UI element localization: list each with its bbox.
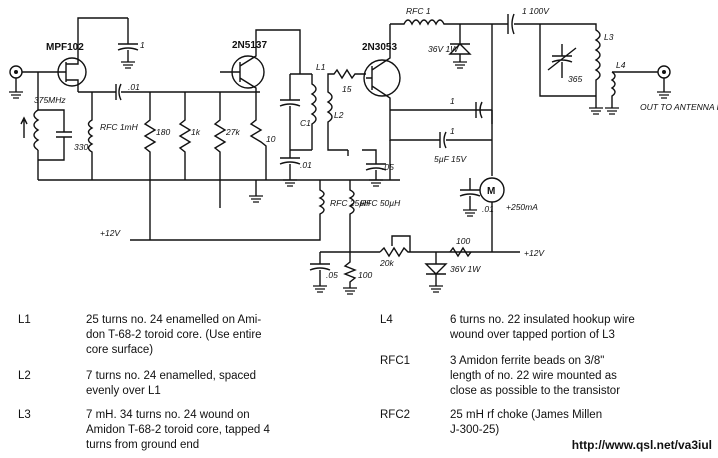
rfc1-choke: RFC 1 bbox=[390, 6, 508, 26]
note-line: 3 Amidon ferrite beads on 3/8" bbox=[450, 355, 605, 367]
note-label: RFC2 bbox=[380, 409, 411, 421]
svg-text:RFC 1mH: RFC 1mH bbox=[100, 122, 139, 132]
svg-text:375MHz: 375MHz bbox=[34, 95, 66, 105]
svg-text:20k: 20k bbox=[379, 258, 394, 268]
zener-top: 36V 1W bbox=[428, 24, 472, 69]
collector-bypass: 1 1 5µF 15V bbox=[389, 96, 493, 180]
mid-05-cap: .05 bbox=[347, 149, 394, 187]
svg-text:10: 10 bbox=[266, 134, 276, 144]
svg-text:.01: .01 bbox=[128, 82, 140, 92]
svg-text:+12V: +12V bbox=[100, 228, 121, 238]
note-label: L1 bbox=[18, 314, 31, 326]
output-cap-100v: 1 100V bbox=[507, 6, 550, 35]
svg-text:100: 100 bbox=[456, 236, 470, 246]
svg-text:36V 1W: 36V 1W bbox=[450, 264, 481, 274]
svg-text:15: 15 bbox=[342, 84, 352, 94]
output-label: OUT TO ANTENNA RELAY OR 10W LINEAR bbox=[640, 102, 718, 112]
q2-transistor: 2N5137 bbox=[220, 40, 267, 104]
svg-text:L4: L4 bbox=[616, 60, 626, 70]
svg-text:.05: .05 bbox=[326, 270, 338, 280]
svg-text:L1: L1 bbox=[316, 62, 326, 72]
note-line: turns from ground end bbox=[86, 439, 200, 451]
svg-text:RFC 1: RFC 1 bbox=[406, 6, 431, 16]
bias-resistors: 180 1k 27k bbox=[143, 92, 240, 240]
note-label: RFC1 bbox=[380, 355, 411, 367]
input-tank: 375MHz 330 bbox=[20, 72, 88, 180]
note-line: length of no. 22 wire mounted as bbox=[450, 370, 617, 382]
note-label: L3 bbox=[18, 409, 31, 421]
rfc-1mh: RFC 1mH bbox=[87, 92, 139, 180]
l3-tank: 365 L3 bbox=[539, 23, 614, 115]
svg-text:1: 1 bbox=[140, 40, 145, 50]
note-line: evenly over L1 bbox=[86, 385, 161, 397]
svg-text:1: 1 bbox=[450, 96, 455, 106]
svg-text:1k: 1k bbox=[191, 127, 201, 137]
gate-coupling-cap: .01 bbox=[78, 82, 260, 101]
svg-text:100: 100 bbox=[358, 270, 372, 280]
svg-text:MPF102: MPF102 bbox=[46, 42, 84, 53]
svg-text:27k: 27k bbox=[225, 127, 240, 137]
bottom-bias: 20k .05 100 36V 1W 100 +12V bbox=[309, 235, 545, 295]
svg-text:C1: C1 bbox=[300, 118, 311, 128]
input-jack bbox=[8, 65, 58, 99]
svg-text:+250mA: +250mA bbox=[506, 202, 538, 212]
note-line: 7 turns no. 24 enamelled, spaced bbox=[86, 370, 257, 382]
l1-tank: C1 L1 .01 bbox=[255, 29, 326, 187]
note-line: wound over tapped portion of L3 bbox=[450, 329, 615, 341]
svg-text:36V 1W: 36V 1W bbox=[428, 44, 459, 54]
note-label: L2 bbox=[18, 370, 31, 382]
svg-text:RFC 50µH: RFC 50µH bbox=[360, 198, 401, 208]
svg-text:.05: .05 bbox=[382, 162, 394, 172]
schematic-diagram: MPF102 375MHz 330 RFC 1mH .01 1 180 1k 2… bbox=[8, 6, 718, 295]
note-line: 7 mH. 34 turns no. 24 wound on bbox=[86, 409, 250, 421]
svg-text:365: 365 bbox=[568, 74, 582, 84]
svg-text:2N5137: 2N5137 bbox=[232, 40, 267, 51]
parts-notes: L1 25 turns no. 24 enamelled on Ami-don … bbox=[18, 313, 718, 453]
meter: M +250mA .01 bbox=[459, 24, 538, 252]
note-line: close as possible to the transistor bbox=[450, 385, 621, 397]
emitter-resistor: 10 bbox=[248, 104, 276, 203]
svg-text:.01: .01 bbox=[300, 160, 312, 170]
svg-text:.01: .01 bbox=[482, 204, 494, 214]
output-jack bbox=[656, 65, 672, 99]
svg-text:L3: L3 bbox=[604, 32, 614, 42]
svg-text:180: 180 bbox=[156, 127, 170, 137]
note-line: 25 turns no. 24 enamelled on Ami- bbox=[86, 314, 262, 326]
svg-text:1 100V: 1 100V bbox=[522, 6, 550, 16]
top-bypass-cap: 1 bbox=[77, 17, 145, 69]
q1-transistor: MPF102 bbox=[46, 42, 87, 92]
note-line: J-300-25) bbox=[450, 424, 500, 436]
note-line: 25 mH rf choke (James Millen bbox=[450, 409, 603, 421]
q3-transistor: 2N3053 bbox=[362, 24, 401, 110]
l4-output: L4 bbox=[604, 60, 658, 115]
svg-text:1: 1 bbox=[450, 126, 455, 136]
note-label: L4 bbox=[380, 314, 393, 326]
svg-text:RFC 25µH: RFC 25µH bbox=[330, 198, 371, 208]
svg-text:330: 330 bbox=[74, 142, 88, 152]
power-bus: RFC 25µH +12V RFC 50µH bbox=[38, 179, 401, 252]
svg-text:M: M bbox=[487, 186, 495, 197]
svg-text:5µF 15V: 5µF 15V bbox=[434, 154, 467, 164]
note-line: don T-68-2 toroid core. (Use entire bbox=[86, 329, 262, 341]
svg-text:+12V: +12V bbox=[524, 248, 545, 258]
note-line: Amidon T-68-2 toroid core, tapped 4 bbox=[86, 424, 270, 436]
svg-text:L2: L2 bbox=[334, 110, 344, 120]
note-line: core surface) bbox=[86, 344, 154, 356]
svg-text:2N3053: 2N3053 bbox=[362, 42, 397, 53]
note-line: 6 turns no. 22 insulated hookup wire bbox=[450, 314, 635, 326]
source-url[interactable]: http://www.qsl.net/va3iul bbox=[571, 438, 712, 452]
l2-coupling: L2 15 bbox=[326, 68, 366, 151]
